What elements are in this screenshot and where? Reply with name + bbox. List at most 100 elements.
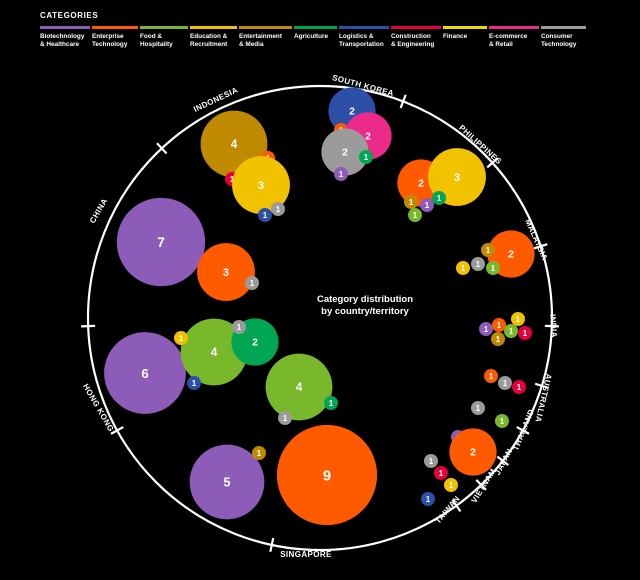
bubble-bio: 1: [479, 322, 493, 336]
bubble-food: 1: [486, 261, 500, 275]
bubble-value: 9: [323, 467, 331, 484]
country-label: INDIA: [548, 314, 559, 338]
bubble-value: 1: [429, 457, 434, 466]
bubble-circle: [428, 148, 486, 206]
bubble-circle: [504, 324, 518, 338]
bubble-circle: [180, 318, 248, 386]
bubble-edu: 3: [428, 148, 486, 206]
bubble-edu: 1: [511, 312, 525, 326]
bubble-media: 1: [252, 446, 266, 460]
bubble-value: 1: [509, 327, 514, 336]
bubble-food: 4: [180, 318, 248, 386]
legend-item-cons: Consumer Technology: [541, 26, 586, 56]
bubble-value: 1: [517, 383, 522, 392]
bubble-value: 1: [503, 379, 508, 388]
bubble-cons: 1: [232, 320, 246, 334]
legend-item-ecom: E-commerce & Retail: [489, 26, 539, 56]
bubble-value: 1: [364, 153, 369, 162]
bubble-agri: 1: [324, 396, 338, 410]
bubble-circle: [479, 322, 493, 336]
sector-divider: [496, 455, 510, 467]
bubble-value: 1: [516, 315, 521, 324]
bubble-circle: [359, 150, 373, 164]
country-label: AUSTRALIA: [533, 373, 553, 424]
bubble-value: 1: [439, 469, 444, 478]
bubble-value: 1: [523, 329, 528, 338]
bubble-food: 1: [504, 324, 518, 338]
bubble-value: 1: [437, 194, 442, 203]
bubble-circle: [271, 202, 285, 216]
country-label: CHINA: [88, 197, 109, 225]
bubble-circle: [252, 446, 266, 460]
bubble-circle: [245, 276, 259, 290]
bubble-value: 2: [365, 132, 371, 143]
bubble-ent: 1: [484, 369, 498, 383]
bubble-food: 1: [495, 414, 509, 428]
legend-item-bio: Biotechnology & Healthcare: [40, 26, 90, 56]
sector-divider: [110, 426, 124, 435]
legend-swatch: [190, 26, 237, 29]
bubble-circle: [486, 261, 500, 275]
bubble-value: 1: [276, 205, 281, 214]
bubble-ent: 2: [449, 428, 497, 476]
bubble-circle: [484, 369, 498, 383]
sector-divider: [451, 499, 462, 513]
legend-label: Enterprise Technology: [92, 33, 128, 48]
bubble-circle: [174, 331, 188, 345]
legend-item-con: Construction & Engineering: [391, 26, 441, 56]
bubble-agri: 1: [359, 150, 373, 164]
bubble-value: 5: [224, 476, 231, 490]
country-label: THAILAND: [511, 408, 536, 452]
bubble-value: 7: [157, 234, 165, 250]
bubble-value: 1: [484, 325, 489, 334]
bubble-value: 1: [497, 321, 502, 330]
bubble-circle: [408, 208, 422, 222]
legend-title: CATEGORIES: [40, 11, 99, 20]
bubble-cons: 1: [424, 454, 438, 468]
bubble-cons: 1: [471, 401, 485, 415]
bubble-media: 1: [481, 243, 495, 257]
bubble-bio: 1: [334, 167, 348, 181]
bubble-value: 1: [476, 404, 481, 413]
bubble-value: 1: [192, 379, 197, 388]
bubble-value: 1: [449, 481, 454, 490]
legend-swatch: [239, 26, 292, 29]
legend-item-log: Logistics & Transportation: [339, 26, 389, 56]
bubble-value: 1: [179, 334, 184, 343]
bubble-circle: [518, 326, 532, 340]
bubble-value: 2: [508, 250, 514, 261]
bubble-value: 1: [425, 201, 430, 210]
bubble-circle: [449, 428, 497, 476]
bubble-value: 2: [418, 179, 424, 190]
bubble-circle: [232, 320, 246, 334]
bubble-value: 4: [211, 345, 218, 359]
legend-label: Finance: [443, 33, 468, 40]
bubble-value: 1: [413, 211, 418, 220]
bubble-circle: [498, 376, 512, 390]
bubble-ent: 3: [197, 243, 255, 301]
bubble-circle: [321, 128, 369, 176]
bubble-log: 1: [187, 376, 201, 390]
bubble-circle: [424, 454, 438, 468]
bubble-bio: 5: [189, 444, 265, 520]
bubble-value: 3: [454, 172, 460, 184]
bubble-circle: [481, 243, 495, 257]
bubble-value: 2: [252, 338, 258, 349]
bubble-circle: [258, 208, 272, 222]
legend-label: Logistics & Transportation: [339, 33, 384, 48]
legend-swatch: [294, 26, 337, 29]
sector-divider: [516, 426, 530, 435]
bubble-circle: [491, 332, 505, 346]
legend-swatch: [391, 26, 441, 29]
bubble-circle: [189, 444, 265, 520]
sector-divider: [534, 382, 549, 389]
bubble-value: 3: [223, 267, 229, 279]
bubble-con: 1: [518, 326, 532, 340]
bubble-circle: [334, 167, 348, 181]
bubble-circle: [187, 376, 201, 390]
legend-item-food: Food & Hospitality: [140, 26, 188, 56]
bubble-value: 1: [409, 198, 414, 207]
country-label: TAIWAN: [434, 494, 462, 525]
